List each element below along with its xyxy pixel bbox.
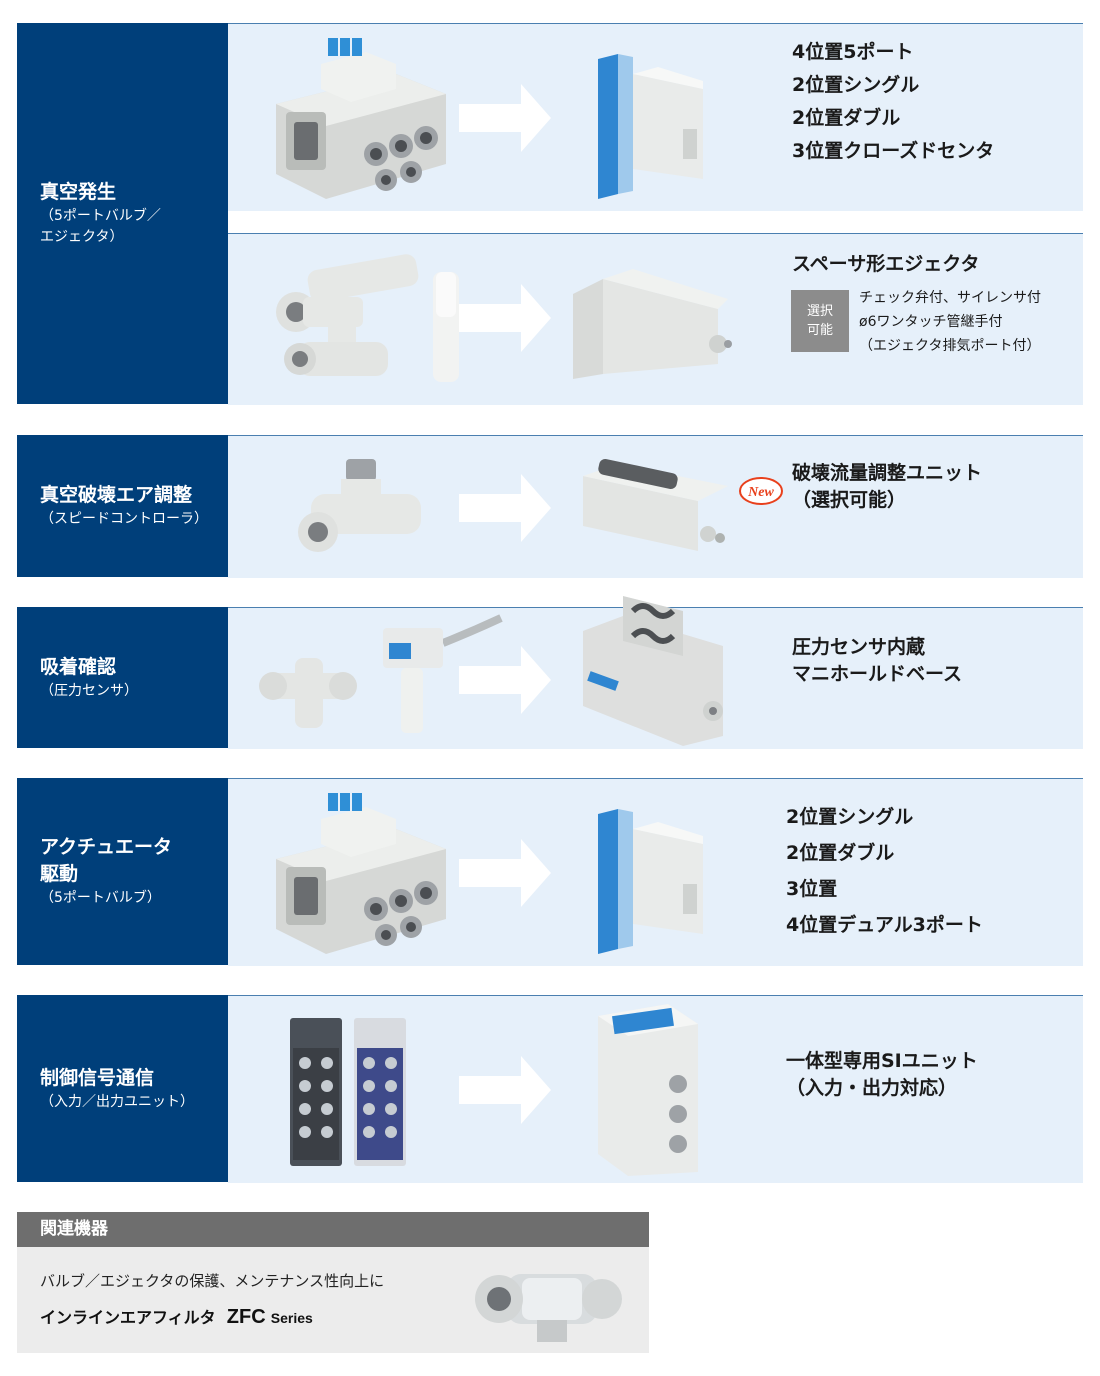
category-title: 駆動 xyxy=(40,863,79,885)
si-unit-image xyxy=(598,1004,698,1176)
related-product: インラインエアフィルタ ZFC Series xyxy=(40,1304,313,1329)
category-subtitle: （圧力センサ） xyxy=(40,682,138,699)
related-header: 関連機器 xyxy=(17,1212,649,1247)
spacer-ejector-image xyxy=(573,269,732,379)
ejector-fittings-image xyxy=(276,254,459,382)
feature-item: 圧力センサ内蔵 xyxy=(792,636,926,658)
feature-list: 4位置5ポート 2位置シングル 2位置ダブル 3位置クローズドセンタ xyxy=(792,36,994,168)
related-description: バルブ／エジェクタの保護、メンテナンス性向上に xyxy=(40,1272,385,1290)
new-badge: New xyxy=(739,477,783,505)
row-panel: 2位置シングル 2位置ダブル 3位置 4位置デュアル3ポート xyxy=(228,778,1083,966)
sensor-manifold-base-image xyxy=(583,596,723,746)
related-product-model: ZFC xyxy=(226,1306,266,1328)
category-label: アクチュエータ 駆動 （5ポートバルブ） xyxy=(17,778,228,965)
feature-item: 一体型専用SIユニット xyxy=(786,1050,978,1072)
section-vacuum-generation: 真空発生 （5ポートバルブ／ エジェクタ） xyxy=(17,23,1083,405)
section-vacuum-break-air: 真空破壊エア調整 （スピードコントローラ） New 破壊流量調整ユニット （選択… xyxy=(17,435,1083,578)
feature-item: 2位置ダブル xyxy=(786,842,895,864)
category-subtitle: エジェクタ） xyxy=(40,229,124,245)
category-subtitle: （5ポートバルブ） xyxy=(40,890,161,906)
feature-item: 破壊流量調整ユニット xyxy=(792,462,983,484)
related-product-series: Series xyxy=(270,1310,313,1326)
option-badge-line: 可能 xyxy=(806,323,833,338)
category-subtitle: （入力／出力ユニット） xyxy=(40,1093,194,1110)
arrow-right-icon xyxy=(459,1056,551,1124)
row-panel: 4位置5ポート 2位置シングル 2位置ダブル 3位置クローズドセンタ xyxy=(228,23,1083,211)
feature-item: 2位置シングル xyxy=(792,74,920,96)
feature-item: 4位置デュアル3ポート xyxy=(786,914,983,936)
option-item: チェック弁付、サイレンサ付 xyxy=(859,290,1041,306)
feature-list: 圧力センサ内蔵 マニホールドベース xyxy=(792,634,962,688)
io-units-image xyxy=(290,1018,406,1166)
option-item: （エジェクタ排気ポート付） xyxy=(859,338,1041,354)
arrow-right-icon xyxy=(459,474,551,542)
category-subtitle: （スピードコントローラ） xyxy=(40,511,208,527)
single-valve-image xyxy=(598,809,703,954)
category-label: 真空発生 （5ポートバルブ／ エジェクタ） xyxy=(17,23,228,404)
related-equipment-box: 関連機器 バルブ／エジェクタの保護、メンテナンス性向上に インラインエアフィルタ… xyxy=(17,1212,649,1353)
inline-air-filter-image xyxy=(475,1274,622,1342)
feature-list: 破壊流量調整ユニット （選択可能） xyxy=(792,460,982,514)
category-label: 真空破壊エア調整 （スピードコントローラ） xyxy=(17,435,228,577)
feature-item: （入力・出力対応） xyxy=(786,1077,958,1099)
row-panel: New 破壊流量調整ユニット （選択可能） xyxy=(228,435,1083,578)
option-badge-line: 選択 xyxy=(806,304,833,319)
feature-item: マニホールドベース xyxy=(792,663,963,685)
feature-item: 3位置クローズドセンタ xyxy=(792,140,995,162)
arrow-right-icon xyxy=(459,646,551,714)
category-subtitle: （5ポートバルブ／ xyxy=(40,208,161,224)
feature-item: 3位置 xyxy=(786,878,838,900)
category-title: 真空発生 xyxy=(40,181,117,203)
arrow-right-icon xyxy=(459,839,551,907)
row-panel: 一体型専用SIユニット （入力・出力対応） xyxy=(228,995,1083,1183)
arrow-right-icon xyxy=(459,84,551,152)
category-title: 真空破壊エア調整 xyxy=(40,484,193,506)
category-label: 制御信号通信 （入力／出力ユニット） xyxy=(17,995,228,1182)
row-panel: スペーサ形エジェクタ 選択 可能 チェック弁付、サイレンサ付 ø6ワンタッチ管継… xyxy=(228,233,1083,405)
row-panel: 圧力センサ内蔵 マニホールドベース xyxy=(228,596,1083,749)
feature-list: 2位置シングル 2位置ダブル 3位置 4位置デュアル3ポート xyxy=(786,799,983,943)
single-valve-image xyxy=(598,54,703,199)
feature-list: 一体型専用SIユニット （入力・出力対応） xyxy=(786,1048,978,1102)
option-item: ø6ワンタッチ管継手付 xyxy=(859,314,1003,330)
feature-title: スペーサ形エジェクタ xyxy=(792,253,980,275)
option-list: チェック弁付、サイレンサ付 ø6ワンタッチ管継手付 （エジェクタ排気ポート付） xyxy=(859,286,1041,358)
category-title: 制御信号通信 xyxy=(40,1066,155,1089)
feature-item: 2位置シングル xyxy=(786,806,914,828)
feature-item: 2位置ダブル xyxy=(792,107,901,129)
new-badge-text: New xyxy=(747,485,774,500)
feature-item: （選択可能） xyxy=(792,489,907,511)
section-control-signal: 制御信号通信 （入力／出力ユニット） xyxy=(17,995,1083,1183)
section-actuator-drive: アクチュエータ 駆動 （5ポートバルブ） 2位置 xyxy=(17,778,1083,966)
pressure-sensor-image xyxy=(259,614,503,733)
option-badge: 選択 可能 xyxy=(791,290,849,352)
section-adsorption-check: 吸着確認 （圧力センサ） 圧力センサ内蔵 マニホールドベース xyxy=(17,596,1083,749)
speed-controller-image xyxy=(298,459,421,552)
category-label: 吸着確認 （圧力センサ） xyxy=(17,607,228,748)
flow-adjust-unit-image xyxy=(583,458,728,551)
category-title: 吸着確認 xyxy=(40,655,117,678)
arrow-right-icon xyxy=(459,284,551,352)
related-product-name: インラインエアフィルタ xyxy=(40,1308,216,1327)
valve-manifold-image xyxy=(276,793,446,954)
valve-manifold-image xyxy=(276,38,446,199)
category-title: アクチュエータ xyxy=(40,836,173,858)
feature-item: 4位置5ポート xyxy=(792,41,914,63)
